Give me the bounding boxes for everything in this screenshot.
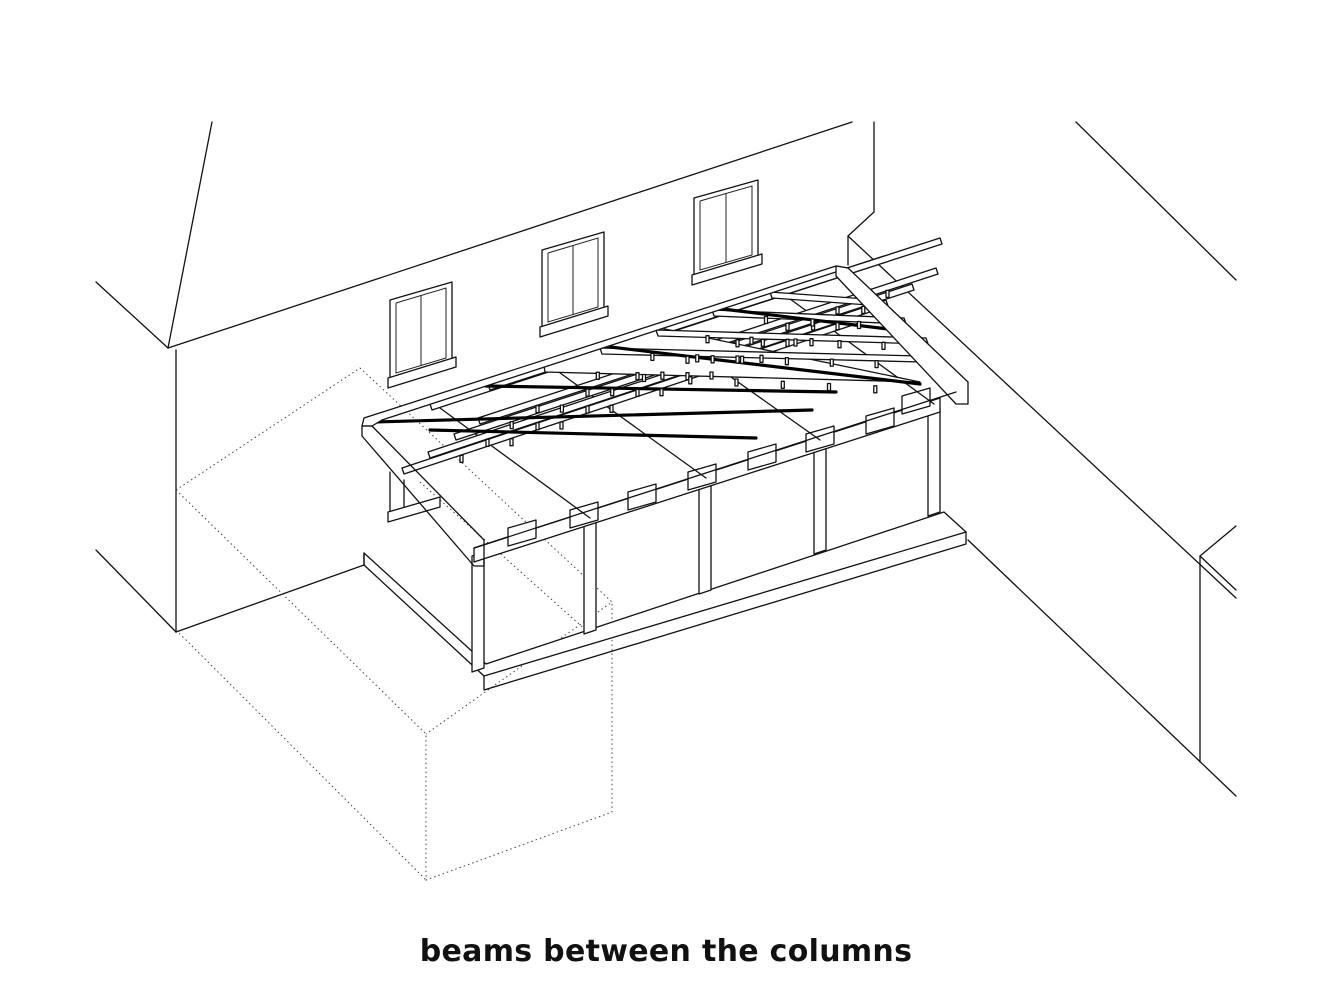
hanger-tab	[826, 382, 832, 392]
window-1	[387, 281, 457, 389]
window-lower	[387, 471, 441, 523]
hanger-tab	[735, 355, 740, 364]
hanger-tab	[609, 404, 614, 413]
hanger-tab	[759, 354, 764, 363]
hanger-tab	[559, 421, 564, 430]
hanger-tab	[856, 320, 862, 330]
hanger-tab	[659, 388, 664, 397]
hanger-tab	[695, 354, 700, 363]
hanger-tab	[485, 438, 490, 447]
hanger-tab	[874, 359, 879, 369]
hanger-tab	[835, 322, 840, 331]
hanger-tab	[810, 318, 815, 327]
hanger-tab	[739, 355, 745, 364]
hanger-tab	[635, 388, 640, 397]
hanger-tab	[760, 338, 765, 347]
hanger-tab	[793, 338, 798, 347]
hanger-tab	[835, 306, 840, 315]
hanger-tab	[635, 372, 640, 381]
hanger-tab	[780, 380, 785, 389]
caption: beams between the columns	[419, 934, 913, 969]
hanger-tab	[559, 404, 565, 413]
hanger-tab	[660, 371, 665, 380]
hanger-tab	[688, 376, 693, 385]
hanger-tab	[509, 438, 514, 447]
hanger-tab	[650, 352, 655, 362]
hanger-tab	[685, 355, 690, 364]
main-beams	[473, 387, 941, 563]
hanger-tab	[734, 378, 739, 387]
hanger-tab	[535, 422, 540, 431]
hanger-tab	[509, 420, 514, 430]
hanger-tab	[861, 305, 866, 315]
hanger-tab	[705, 335, 710, 344]
hanger-tab	[829, 358, 834, 367]
hanger-tab	[749, 336, 754, 345]
joists	[401, 237, 943, 475]
hanger-tab	[873, 385, 878, 394]
hanger-tab	[809, 338, 814, 347]
hanger-tab	[785, 338, 790, 347]
window-2	[539, 231, 609, 338]
hanger-tab	[785, 322, 790, 331]
dotted-volume	[175, 367, 613, 881]
hanger-tab	[881, 341, 886, 350]
hanger-tab	[585, 405, 590, 414]
hanger-tab	[610, 388, 615, 397]
hangers	[459, 289, 890, 463]
ground-slab	[363, 511, 967, 691]
hanger-tab	[535, 404, 540, 414]
hanger-tab	[709, 371, 714, 380]
hanger-tab	[784, 357, 790, 366]
window-3	[691, 179, 763, 286]
hanger-tab	[641, 373, 647, 383]
hanger-tab	[735, 339, 740, 348]
hanger-tab	[710, 355, 715, 364]
hanger-tab	[585, 388, 590, 397]
roof-frame	[361, 265, 969, 567]
hanger-tab	[885, 289, 890, 299]
hanger-tab	[459, 454, 464, 463]
main-house	[95, 121, 875, 633]
hanger-tab	[595, 371, 600, 380]
hanger-tab	[763, 315, 769, 325]
right-wing	[847, 121, 1237, 797]
hanger-tab	[837, 340, 842, 349]
